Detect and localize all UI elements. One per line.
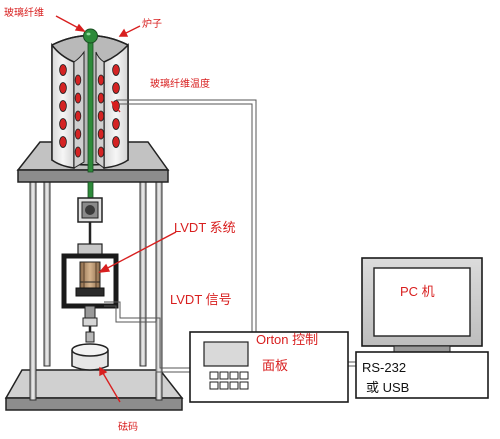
label-orton-panel-line1: Orton 控制 [256,332,318,347]
label-interface-line1: RS-232 [362,360,406,375]
label-lvdt-system: LVDT 系统 [174,220,236,235]
lvdt-assembly [61,243,119,343]
label-interface-line2: 或 USB [366,380,409,395]
label-furnace: 炉子 [142,18,162,30]
leader-arrows [55,15,177,403]
fiber-clamp [77,197,103,248]
label-glass-fiber: 玻璃纤维 [4,6,44,19]
base-plate [4,369,184,411]
label-pc: PC 机 [400,284,435,299]
pc-computer [355,257,489,399]
temperature-cable [116,99,257,334]
lvdt-signal-cable [104,301,190,373]
label-lvdt-signal: LVDT 信号 [170,292,232,307]
weight-cylinder [71,343,109,371]
heating-elements [59,64,120,158]
glass-fiber [83,28,98,205]
orton-control-panel [189,331,349,403]
label-orton-panel-line2: 面板 [262,358,288,373]
label-fiber-temperature: 玻璃纤维温度 [150,77,210,90]
label-weight: 砝码 [118,420,138,433]
